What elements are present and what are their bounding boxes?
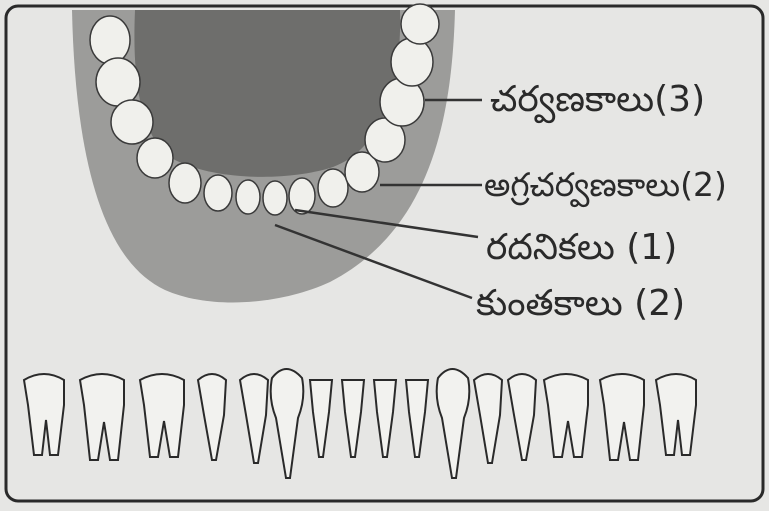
tooth-premolar [240,374,268,463]
tooth-molar [140,374,184,457]
tooth-premolar [474,374,502,463]
tooth-molar [656,374,696,455]
tooth-row [24,369,696,478]
tooth-premolar [508,374,536,460]
tooth-molar [600,374,644,460]
tooth-molar [24,374,64,455]
label-premolars: అగ్రచర్వణకాలు(2) [484,168,727,201]
tooth-incisor [342,380,364,457]
label-canines: కుంతకాలు (2) [476,286,685,322]
tooth-premolar [198,374,226,460]
jaw-illustration [72,4,482,302]
tooth-canine [271,369,304,478]
tooth-incisor [406,380,428,457]
tooth-molar [80,374,124,460]
label-incisors: రదనికలు (1) [486,230,677,266]
tooth-molar [544,374,588,457]
tooth-incisor [310,380,332,457]
tooth-canine [437,369,470,478]
tooth-incisor [374,380,396,457]
label-molars: చర్వణకాలు(3) [490,82,705,118]
